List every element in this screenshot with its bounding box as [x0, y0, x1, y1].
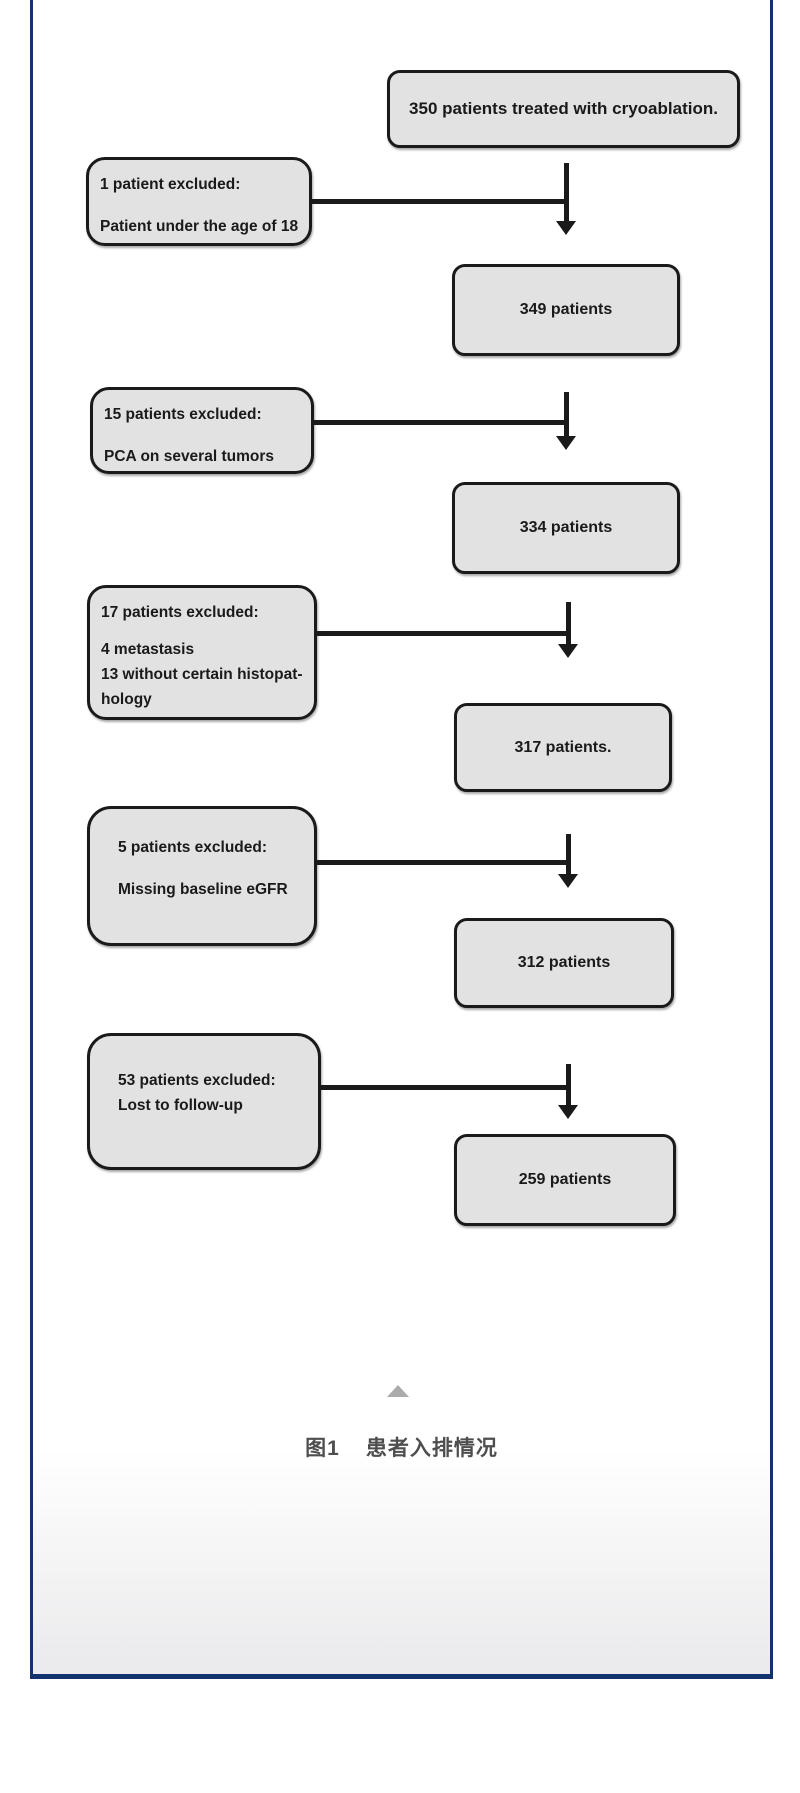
exclusion-box-5-patients: 5 patients excluded: Missing baseline eG… — [87, 806, 317, 946]
figure-caption-number: 图1 — [305, 1437, 340, 1460]
flow-box-317-patients: 317 patients. — [454, 703, 672, 792]
exclusion-line: Missing baseline eGFR — [118, 881, 288, 898]
exclusion-line: PCA on several tumors — [104, 448, 274, 465]
flow-arrow-5-head — [558, 1105, 578, 1119]
exclusion-line: hology — [101, 691, 152, 708]
connector-line-1 — [310, 199, 567, 204]
flow-box-350-patients: 350 patients treated with cryoablation. — [387, 70, 740, 148]
flow-box-334-patients: 334 patients — [452, 482, 680, 574]
flow-arrow-5-line — [566, 1064, 571, 1105]
figure-caption: 图1 患者入排情况 — [33, 1432, 770, 1462]
exclusion-line: Lost to follow-up — [118, 1097, 243, 1114]
flow-arrow-1-head — [556, 221, 576, 235]
connector-line-2 — [312, 420, 567, 425]
exclusion-line: 5 patients excluded: — [118, 839, 268, 856]
flow-arrow-3-head — [558, 644, 578, 658]
exclusion-line: 15 patients excluded: — [104, 406, 262, 423]
flow-arrow-2-head — [556, 436, 576, 450]
flow-box-259-patients: 259 patients — [454, 1134, 676, 1226]
exclusion-line: 13 without certain histopat- — [101, 666, 303, 683]
exclusion-line: 17 patients excluded: — [101, 604, 259, 621]
flow-arrow-2-line — [564, 392, 569, 436]
flow-arrow-4-line — [566, 834, 571, 874]
flow-box-349-patients: 349 patients — [452, 264, 680, 356]
exclusion-box-53-patients: 53 patients excluded: Lost to follow-up — [87, 1033, 321, 1170]
connector-line-3 — [315, 631, 569, 636]
collapse-figure-icon[interactable] — [387, 1385, 409, 1397]
exclusion-box-15-patients: 15 patients excluded: PCA on several tum… — [90, 387, 314, 474]
flow-box-312-patients: 312 patients — [454, 918, 674, 1008]
exclusion-box-1-patient: 1 patient excluded: Patient under the ag… — [86, 157, 312, 246]
exclusion-line: 53 patients excluded: — [118, 1072, 276, 1089]
flow-arrow-3-line — [566, 602, 571, 644]
exclusion-line: 4 metastasis — [101, 641, 195, 658]
flow-arrow-1-line — [564, 163, 569, 221]
exclusion-line: 1 patient excluded: — [100, 176, 241, 193]
exclusion-box-17-patients: 17 patients excluded: 4 metastasis 13 wi… — [87, 585, 317, 720]
connector-line-5 — [319, 1085, 569, 1090]
connector-line-4 — [315, 860, 569, 865]
flow-arrow-4-head — [558, 874, 578, 888]
figure-caption-title: 患者入排情况 — [365, 1437, 498, 1460]
exclusion-line: Patient under the age of 18 — [100, 218, 299, 235]
